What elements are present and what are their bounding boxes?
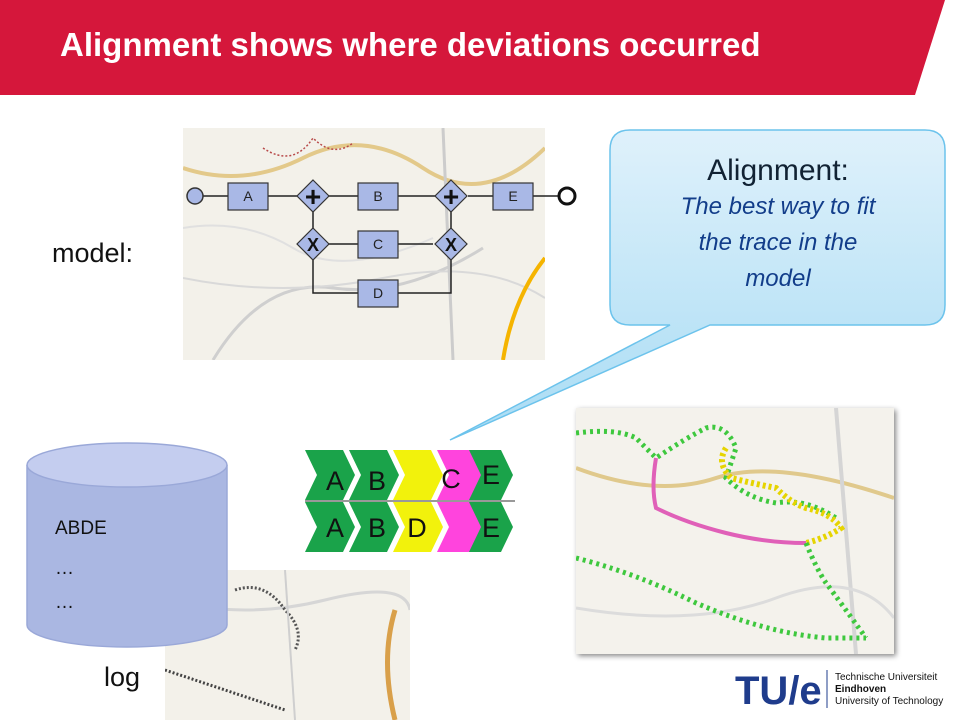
- and-split-gateway-icon: +: [305, 181, 321, 212]
- bottom-move-model-only: [437, 502, 487, 552]
- xor-join-gateway-icon: X: [445, 235, 457, 255]
- alignment-bottom-row: [305, 502, 513, 552]
- end-event-icon: [557, 186, 577, 206]
- model-label: model:: [52, 238, 134, 268]
- task-a-label: A: [243, 188, 253, 204]
- bottom-label-b: B: [368, 513, 386, 543]
- top-move-b: [349, 450, 399, 500]
- slide-title: Alignment shows where deviations occurre…: [60, 26, 761, 63]
- task-e-label: E: [508, 188, 517, 204]
- task-b-label: B: [373, 188, 382, 204]
- top-move-a: [305, 450, 355, 500]
- logo-line1: Technische Universiteit: [835, 672, 938, 683]
- trace-ellipsis-2: …: [55, 592, 74, 613]
- bottom-move-e: [469, 502, 513, 552]
- trace-ellipsis-1: …: [55, 558, 74, 579]
- process-model: A B C D E + + X X: [186, 179, 577, 308]
- logo-line3: University of Technology: [835, 696, 944, 707]
- top-move-c: [437, 450, 487, 500]
- top-label-c: C: [441, 464, 461, 494]
- route-map: [576, 408, 894, 654]
- xor-split-gateway-icon: X: [307, 235, 319, 255]
- start-event-icon: [186, 187, 204, 205]
- callout-body-line2: the trace in the: [698, 229, 858, 256]
- callout-text: Alignment: The best way to fit the trace…: [618, 154, 938, 296]
- tue-logo-mark: TU/e: [735, 669, 822, 713]
- callout-body-line1: The best way to fit: [680, 193, 876, 220]
- alignment-table: A B C E A B D E: [305, 450, 515, 552]
- callout-body-line3: model: [745, 265, 811, 292]
- title-banner: [0, 0, 945, 95]
- trace-abde: ABDE: [55, 518, 107, 539]
- and-join-gateway-icon: +: [443, 181, 459, 212]
- bottom-label-a: A: [326, 513, 344, 543]
- task-c-label: C: [373, 236, 383, 252]
- top-label-a: A: [326, 466, 344, 496]
- bottom-label-d: D: [407, 513, 427, 543]
- task-d-label: D: [373, 285, 383, 301]
- alignment-callout: [449, 129, 946, 441]
- logo-line2: Eindhoven: [835, 684, 887, 695]
- bottom-move-b: [349, 502, 399, 552]
- top-label-e: E: [482, 460, 500, 490]
- top-move-log-only: [393, 450, 443, 500]
- callout-heading: Alignment:: [707, 154, 849, 187]
- bottom-move-a: [305, 502, 355, 552]
- top-label-b: B: [368, 466, 386, 496]
- log-label: log: [104, 662, 141, 692]
- bottom-label-e: E: [482, 513, 500, 543]
- alignment-top-row: [305, 450, 513, 500]
- bottom-move-d: [393, 502, 443, 552]
- event-log-database-icon: [26, 442, 228, 648]
- tue-logo: TU/e: [735, 669, 828, 713]
- top-move-e: [469, 450, 513, 500]
